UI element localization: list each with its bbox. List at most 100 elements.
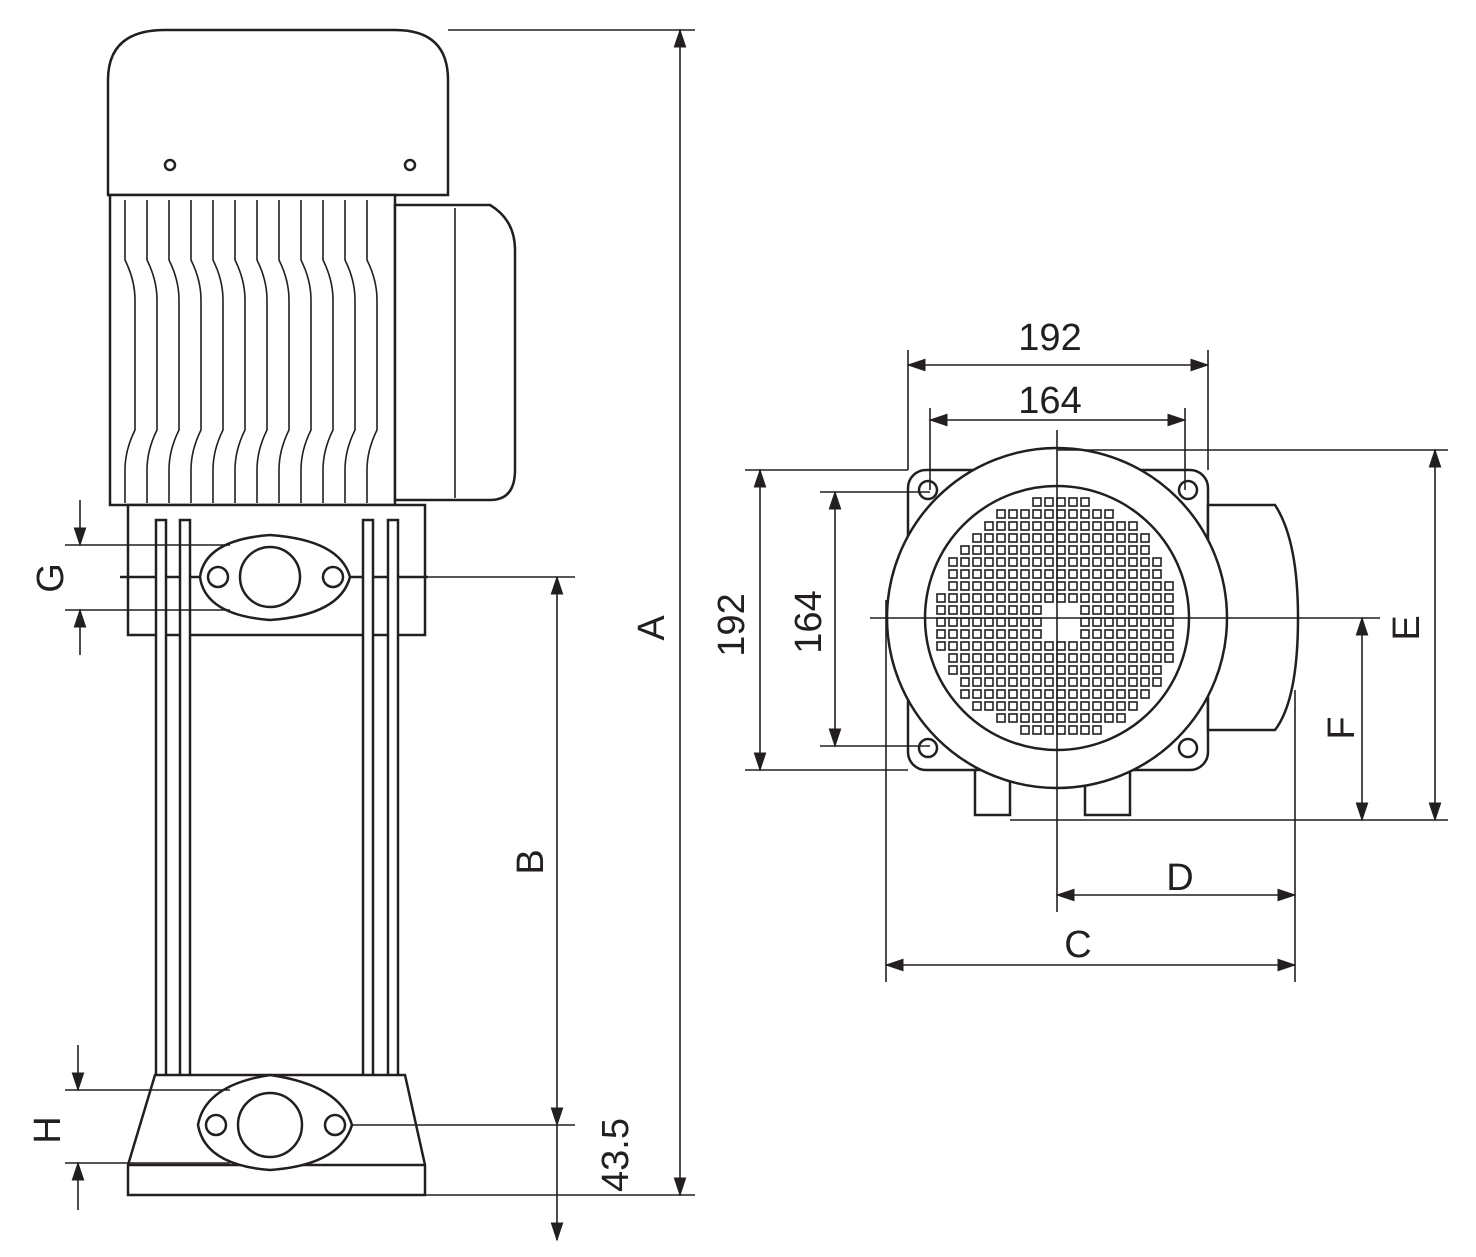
grille-hole <box>948 557 958 567</box>
grille-hole <box>1092 701 1102 711</box>
grille-hole <box>1020 521 1030 531</box>
grille-hole <box>972 569 982 579</box>
grille-hole <box>1068 509 1078 519</box>
grille-hole <box>996 641 1006 651</box>
grille-hole <box>984 665 994 675</box>
grille-hole <box>1128 581 1138 591</box>
grille-hole <box>1152 677 1162 687</box>
grille-hole <box>1080 545 1090 555</box>
grille-hole <box>1044 509 1054 519</box>
grille-hole <box>1128 677 1138 687</box>
grille-hole <box>984 557 994 567</box>
grille-hole <box>972 641 982 651</box>
grille-hole <box>1128 521 1138 531</box>
grille-hole <box>960 677 970 687</box>
grille-hole <box>1092 545 1102 555</box>
grille-hole <box>1152 665 1162 675</box>
grille-hole <box>1032 629 1042 639</box>
fin <box>256 200 268 503</box>
grille-hole <box>1140 593 1150 603</box>
grille-hole <box>1020 713 1030 723</box>
label-e: E <box>1386 615 1428 640</box>
grille-hole <box>1128 689 1138 699</box>
grille-hole <box>1080 497 1090 507</box>
grille-hole <box>972 665 982 675</box>
grille-hole <box>984 521 994 531</box>
grille-hole <box>948 605 958 615</box>
grille-hole <box>1008 629 1018 639</box>
grille-hole <box>1008 569 1018 579</box>
grille-hole <box>1068 701 1078 711</box>
grille-hole <box>1068 725 1078 735</box>
grille-hole <box>1080 701 1090 711</box>
grille-hole <box>984 653 994 663</box>
grille-hole <box>1008 545 1018 555</box>
grille-hole <box>1080 557 1090 567</box>
label-b: B <box>510 849 552 874</box>
grille-hole <box>1020 533 1030 543</box>
grille-hole <box>1092 713 1102 723</box>
grille-hole <box>1092 557 1102 567</box>
grille-hole <box>1116 557 1126 567</box>
grille-hole <box>996 569 1006 579</box>
label-d: D <box>1166 857 1193 899</box>
grille-hole <box>984 701 994 711</box>
grille-hole <box>1032 701 1042 711</box>
grille-hole <box>1116 701 1126 711</box>
grille-hole <box>960 581 970 591</box>
bolt-holes <box>917 479 1199 759</box>
grille-hole <box>1140 581 1150 591</box>
grille-hole <box>984 689 994 699</box>
grille-hole <box>1116 641 1126 651</box>
grille-hole <box>984 677 994 687</box>
grille-hole <box>1128 701 1138 711</box>
grille-hole <box>1020 653 1030 663</box>
grille-hole <box>996 701 1006 711</box>
grille-hole <box>1080 725 1090 735</box>
grille-hole <box>1092 641 1102 651</box>
grille-hole <box>948 665 958 675</box>
grille-hole <box>1080 521 1090 531</box>
grille-hole <box>1104 581 1114 591</box>
grille-hole <box>960 557 970 567</box>
grille-hole <box>972 689 982 699</box>
fin <box>300 200 312 503</box>
grille-hole <box>1044 533 1054 543</box>
grille-hole <box>1116 533 1126 543</box>
grille-hole <box>1092 605 1102 615</box>
grille-hole <box>1008 689 1018 699</box>
label-h: H <box>27 1116 69 1143</box>
grille-hole <box>1080 629 1090 639</box>
motor-body <box>108 193 397 507</box>
grille-hole <box>1092 569 1102 579</box>
grille-hole <box>1104 677 1114 687</box>
grille-hole <box>960 689 970 699</box>
grille-holes <box>936 497 1174 735</box>
label-height-outer: 192 <box>711 593 753 656</box>
grille-hole <box>960 653 970 663</box>
grille-hole <box>1044 713 1054 723</box>
grille-hole <box>1044 677 1054 687</box>
grille-hole <box>984 545 994 555</box>
grille-hole <box>972 581 982 591</box>
grille-hole <box>1128 557 1138 567</box>
grille-hole <box>1104 545 1114 555</box>
grille-hole <box>1092 593 1102 603</box>
grille-hole <box>1068 665 1078 675</box>
grille-hole <box>1020 677 1030 687</box>
grille-hole <box>1164 641 1174 651</box>
grille-hole <box>1044 689 1054 699</box>
grille-hole <box>996 545 1006 555</box>
grille-hole <box>1152 653 1162 663</box>
grille-hole <box>1116 569 1126 579</box>
grille-hole <box>1044 497 1054 507</box>
grille-hole <box>1032 545 1042 555</box>
grille-hole <box>960 593 970 603</box>
grille-hole <box>1044 557 1054 567</box>
top-view: 192 164 192 164 E F D C <box>711 317 1448 982</box>
fin <box>190 200 202 503</box>
grille-hole <box>1020 725 1030 735</box>
grille-hole <box>1020 641 1030 651</box>
grille-hole <box>984 605 994 615</box>
fin <box>344 200 356 503</box>
